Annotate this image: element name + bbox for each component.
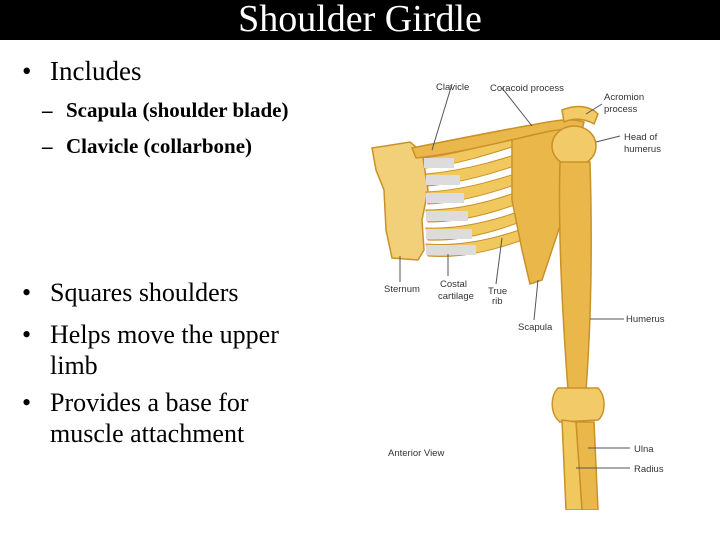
label-costal-line2: cartilage: [438, 291, 474, 302]
anatomy-svg: Clavicle Coracoid process Acromion proce…: [371, 82, 665, 510]
label-sternum: Sternum: [384, 284, 420, 295]
bullet-text: Squares shoulders: [50, 278, 239, 307]
bottom-bullet-list: • Squares shoulders • Helps move the upp…: [0, 272, 370, 450]
bullet-dot: •: [22, 56, 32, 86]
label-humerus: Humerus: [626, 314, 665, 325]
label-radius: Radius: [634, 464, 664, 475]
shoulder-girdle-illustration: Clavicle Coracoid process Acromion proce…: [362, 70, 720, 510]
bullet-dot: •: [22, 278, 32, 307]
slide-title: Shoulder Girdle: [238, 0, 482, 40]
bullet-text-continued: limb: [50, 351, 98, 380]
elbow-joint: [551, 387, 605, 423]
sub-bullet-text: Scapula (shoulder blade): [66, 98, 289, 122]
sub-bullet-clavicle: – Clavicle (collarbone): [0, 126, 289, 167]
costal-cartilage: [424, 158, 476, 255]
radius-bone: [561, 419, 583, 510]
label-true-rib-line2: rib: [492, 296, 503, 307]
sub-bullet-scapula: – Scapula (shoulder blade): [0, 90, 289, 131]
bullet-helps-move: • Helps move the upper limb: [0, 314, 370, 382]
bullet-squares-shoulders: • Squares shoulders: [0, 272, 370, 314]
bullet-text: Provides a base for: [50, 388, 249, 417]
bullet-text: Helps move the upper: [50, 320, 279, 349]
label-anterior-view: Anterior View: [388, 448, 444, 459]
bullet-text: Includes: [50, 56, 142, 86]
humerus-head: [551, 125, 597, 167]
label-ulna: Ulna: [634, 444, 654, 455]
top-bullet-list: • Includes – Scapula (shoulder blade) – …: [0, 52, 289, 167]
label-scapula: Scapula: [518, 322, 553, 333]
sub-bullet-text: Clavicle (collarbone): [66, 134, 253, 158]
label-head-humerus-line2: humerus: [624, 144, 661, 155]
bullet-dot: •: [22, 388, 32, 417]
title-bar: Shoulder Girdle: [0, 0, 720, 40]
label-coracoid-process: Coracoid process: [490, 83, 564, 94]
bullet-includes: • Includes: [0, 52, 289, 90]
leader-lines: [399, 83, 630, 469]
label-acromion-line1: Acromion: [604, 92, 644, 103]
label-true-rib-line1: True: [488, 286, 507, 297]
sub-bullet-dash: –: [42, 98, 53, 122]
bullet-dot: •: [22, 320, 32, 349]
bullet-text-continued: muscle attachment: [50, 419, 245, 448]
bullet-provides-base: • Provides a base for muscle attachment: [0, 382, 370, 450]
label-acromion-line2: process: [604, 104, 638, 115]
acromion-bone: [561, 105, 599, 126]
sternum-bone: [371, 141, 429, 261]
label-clavicle: Clavicle: [436, 82, 469, 93]
label-head-humerus-line1: Head of: [624, 132, 658, 143]
humerus-bone: [558, 161, 592, 391]
sub-bullet-dash: –: [42, 134, 53, 158]
label-costal-line1: Costal: [440, 279, 467, 290]
